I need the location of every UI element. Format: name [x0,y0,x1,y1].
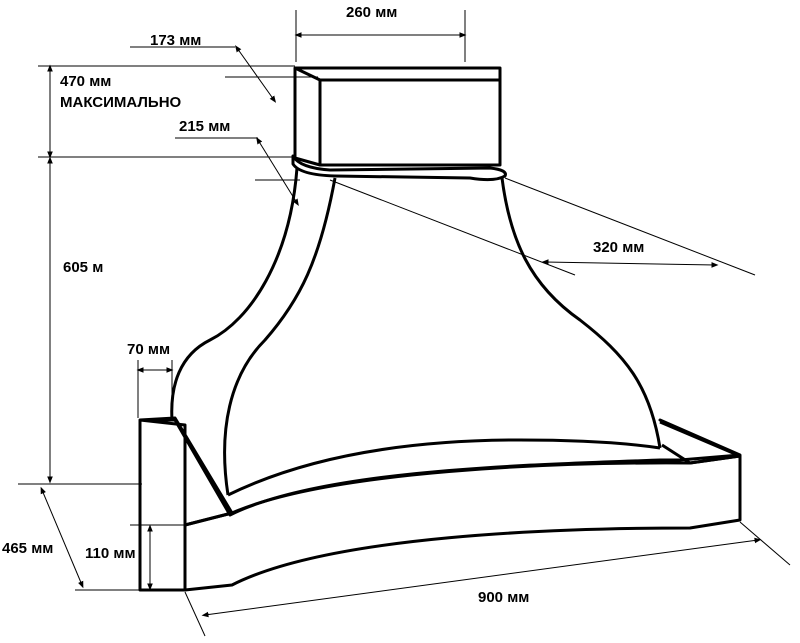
hood-outline [138,66,742,592]
label-frame-width: 70 мм [127,341,170,358]
base-frame-front [184,454,742,592]
label-neck-depth: 215 мм [179,118,230,135]
label-height-max-value: 470 мм [60,73,111,90]
label-width-top: 260 мм [346,4,397,21]
label-frame-height: 110 мм [85,545,136,562]
chimney-top-edge [294,66,500,82]
base-frame-left-block [138,418,187,592]
hood-left-inner [223,177,337,496]
chimney-box [293,66,502,167]
dimension-lines [18,10,791,637]
base-frame-right-top [659,420,742,465]
base-frame-top [140,418,742,517]
label-height-max-note: МАКСИМАЛЬНО [60,94,182,111]
label-depth-top: 173 мм [150,32,201,49]
label-total-depth: 465 мм [2,540,53,557]
dimension-labels: 260 мм 173 мм 470 мм МАКСИМАЛЬНО 215 мм … [2,4,644,606]
hood-bottom-curve [227,438,661,497]
hood-right-side [500,177,662,449]
collar-ring [291,154,507,182]
label-total-width: 900 мм [478,589,529,606]
label-body-height: 605 м [63,259,103,276]
hood-left-side [170,167,299,421]
label-body-depth: 320 мм [593,239,644,256]
